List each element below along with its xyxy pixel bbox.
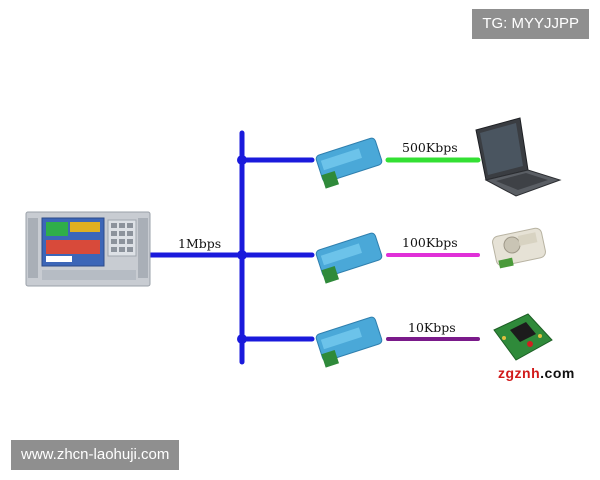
link-label-100k: 100Kbps xyxy=(402,235,458,250)
circuit-board-icon xyxy=(493,313,553,361)
main-link-label: 1Mbps xyxy=(178,236,222,251)
link-label-500k: 500Kbps xyxy=(402,140,458,155)
brand-logo-text: zgznh.com xyxy=(498,365,575,381)
industrial-pc-icon xyxy=(25,211,151,287)
converter-icon-middle xyxy=(315,232,383,284)
link-label-10k: 10Kbps xyxy=(408,320,456,335)
brand-name: zgznh xyxy=(498,365,541,381)
brand-domain: .com xyxy=(540,365,575,381)
converter-icon-top xyxy=(315,137,383,189)
converter-icon-bottom xyxy=(315,316,383,368)
watermark-bottom-left: www.zhcn-laohuji.com xyxy=(11,440,180,470)
junction-dot-middle xyxy=(237,250,247,260)
sensor-module-icon xyxy=(492,227,546,269)
laptop-icon xyxy=(475,117,562,197)
junction-dot-top xyxy=(237,155,247,165)
junction-dot-bottom xyxy=(237,334,247,344)
watermark-top-right: TG: MYYJJPP xyxy=(472,9,589,39)
bus-lines xyxy=(147,130,315,365)
